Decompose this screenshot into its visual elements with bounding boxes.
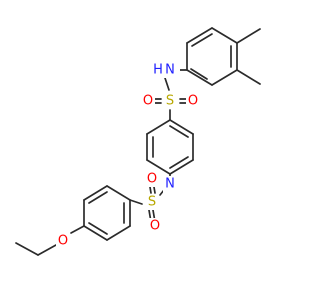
bond: [169, 159, 194, 175]
bond: [186, 69, 213, 86]
bond-layer: [15, 27, 261, 256]
bond: [37, 244, 57, 256]
bond: [15, 242, 39, 256]
bond: [211, 69, 238, 86]
atom-o-top-right: O: [186, 93, 200, 109]
bond: [169, 156, 189, 169]
atom-symbol: O: [150, 219, 160, 234]
bond: [169, 119, 194, 135]
bond: [236, 69, 261, 85]
atom-symbol: O: [58, 234, 68, 249]
bond: [164, 77, 170, 91]
bond: [83, 225, 108, 241]
bond: [169, 125, 189, 138]
bond: [146, 159, 171, 175]
atom-s-top: S: [163, 93, 177, 109]
atom-o-bottom-upper: O: [145, 171, 159, 187]
atom-s-bottom: S: [145, 194, 159, 210]
bond: [106, 225, 131, 241]
bond: [146, 119, 171, 135]
atom-nh-mid: N H: [163, 176, 177, 204]
atom-o-bottom-lower: O: [148, 218, 162, 234]
atom-symbol: H: [153, 63, 163, 78]
bond: [106, 185, 131, 201]
bond: [236, 28, 261, 44]
atom-o-ether: O: [56, 233, 70, 249]
atom-symbol: O: [147, 172, 157, 187]
atom-symbol: O: [143, 94, 153, 109]
bond: [186, 27, 213, 44]
bond: [88, 191, 108, 204]
bond: [88, 222, 108, 235]
molecule-structure: H N S O O N H S O: [15, 27, 261, 256]
bond: [190, 68, 208, 80]
atom-symbol: O: [188, 94, 198, 109]
atom-symbol: N: [165, 63, 175, 78]
atom-layer: H N S O O N H S O: [56, 62, 200, 249]
bond: [129, 199, 143, 205]
atom-o-top-left: O: [141, 93, 155, 109]
bond: [211, 27, 238, 44]
atom-nh-top: H N: [150, 62, 180, 78]
bond: [70, 225, 85, 234]
atom-symbol: S: [148, 195, 156, 210]
atom-symbol: N: [165, 177, 175, 192]
bond: [83, 185, 108, 201]
bond: [191, 33, 213, 47]
atom-symbol: S: [166, 94, 174, 109]
